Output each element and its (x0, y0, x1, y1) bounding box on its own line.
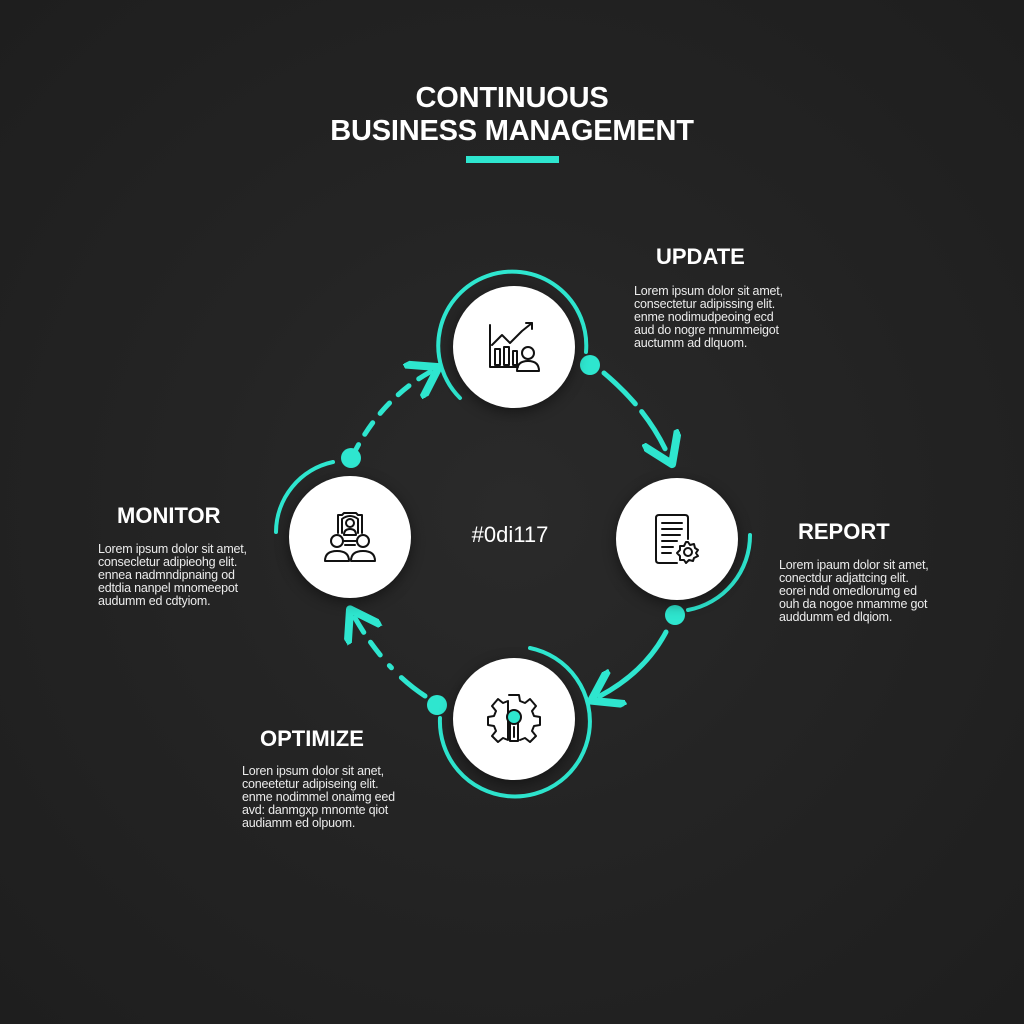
monitor-description: Lorem ipsum dolor sit amet, consecletur … (98, 542, 247, 608)
center-label: #0di117 (471, 522, 549, 547)
optimize-title: OPTIMIZE (260, 726, 364, 751)
page-title-line1: CONTINUOUS (415, 82, 609, 114)
update-title: UPDATE (656, 244, 745, 269)
report-node[interactable] (616, 478, 738, 600)
monitor-title: MONITOR (117, 503, 221, 528)
connector-monitor-to-update (349, 372, 430, 460)
report-progress-arc (686, 533, 753, 612)
team-monitoring-icon (324, 512, 376, 562)
chart-growth-person-icon (489, 322, 540, 372)
page-title-line2: BUSINESS MANAGEMENT (330, 115, 694, 147)
update-description: Lorem ipsum dolor sit amet, consectetur … (634, 284, 783, 350)
connector-optimize-to-monitor (355, 618, 428, 699)
monitor-progress-arc (274, 460, 335, 534)
update-node-dot (580, 355, 600, 375)
optimize-node-dot (427, 695, 447, 715)
optimize-progress-arc (437, 646, 592, 799)
gear-key-icon (487, 694, 541, 743)
update-node[interactable] (453, 286, 575, 408)
optimize-node[interactable] (453, 658, 575, 780)
report-description: Lorem ipaum dolor sit amet, conectdur ad… (779, 558, 929, 624)
report-title: REPORT (798, 519, 890, 544)
update-progress-arc (436, 269, 589, 400)
monitor-node-dot (341, 448, 361, 468)
document-gear-icon (655, 514, 699, 564)
monitor-node[interactable] (289, 476, 411, 598)
report-node-dot (665, 605, 685, 625)
title-underline-accent (466, 156, 559, 163)
connector-report-to-optimize (600, 629, 669, 696)
optimize-description: Loren ipsum dolor sit anet, coneetetur a… (242, 764, 395, 830)
connector-update-to-report (601, 370, 668, 455)
